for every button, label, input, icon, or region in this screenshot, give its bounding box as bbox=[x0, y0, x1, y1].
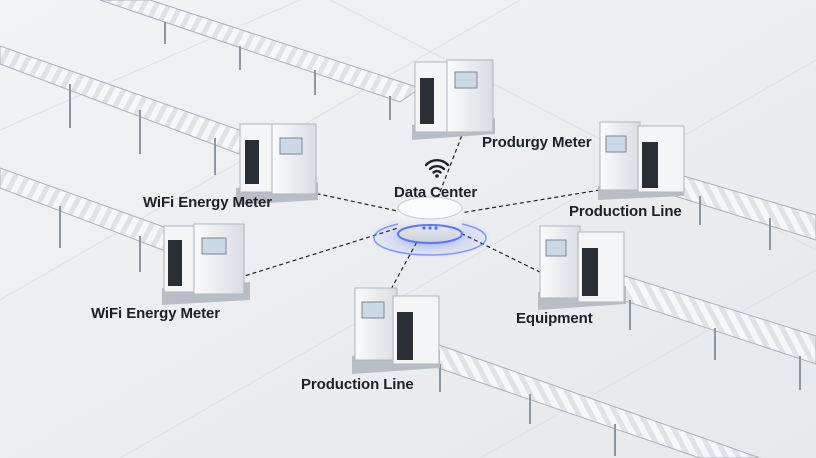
cabinet-wifi-energy-meter-1 bbox=[236, 124, 318, 205]
data-center-label: Data Center bbox=[394, 184, 477, 201]
cabinet-production-line-2 bbox=[352, 288, 440, 374]
cabinet-equipment bbox=[538, 226, 626, 310]
wifi-icon bbox=[424, 158, 450, 178]
cabinet-produrgy-meter bbox=[412, 60, 495, 140]
node-label-wifi-energy-meter-2: WiFi Energy Meter bbox=[91, 305, 220, 322]
node-label-production-line-1: Production Line bbox=[569, 203, 682, 220]
node-label-produrgy-meter: Produrgy Meter bbox=[482, 134, 591, 151]
cabinet-production-line-1 bbox=[598, 122, 684, 200]
node-label-wifi-energy-meter-1: WiFi Energy Meter bbox=[143, 194, 272, 211]
node-label-equipment: Equipment bbox=[516, 310, 593, 327]
cabinet-wifi-energy-meter-2 bbox=[162, 224, 250, 305]
node-label-production-line-2: Production Line bbox=[301, 376, 414, 393]
